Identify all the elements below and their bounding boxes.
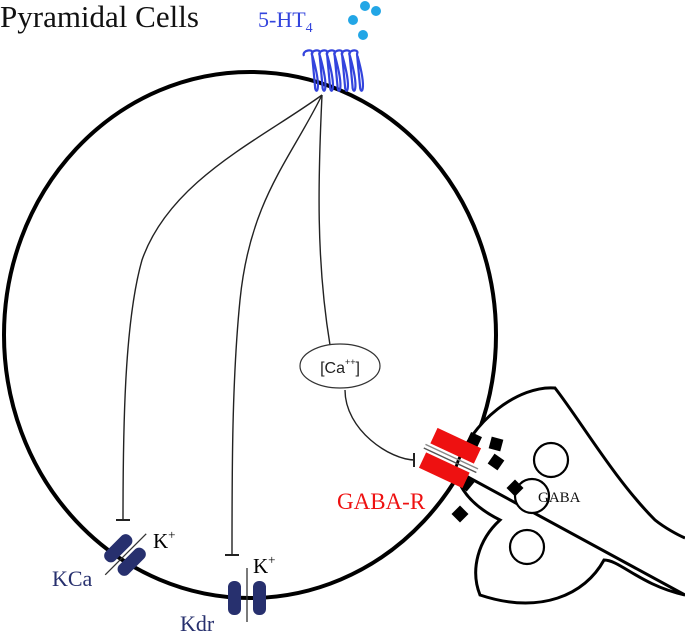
kca-label: KCa <box>52 566 93 591</box>
kca-ion-label: K+ <box>153 527 176 553</box>
serotonin-dot <box>371 6 381 16</box>
serotonin-dot <box>360 1 370 11</box>
diagram-title: Pyramidal Cells <box>0 0 199 34</box>
pathway-to-calcium <box>318 94 331 346</box>
gaba-r-label: GABA-R <box>337 489 426 514</box>
kdr-subunit-left <box>228 581 241 615</box>
kca-channel <box>104 533 147 576</box>
gaba-molecule <box>488 436 504 452</box>
pathway-to-kca <box>122 94 323 521</box>
kca-subunit-left <box>104 534 133 563</box>
gaba-r-subunit-top <box>430 427 482 464</box>
kca-subunit-right <box>117 547 146 576</box>
5ht4-receptor <box>302 49 365 92</box>
gaba-terminal-label: GABA <box>538 490 581 506</box>
gaba-r-receptor <box>418 427 482 489</box>
gaba-r-subunit-bottom <box>418 452 470 489</box>
serotonin-dot <box>358 30 368 40</box>
signaling-pathways <box>116 94 416 556</box>
serotonin-molecules <box>348 1 381 40</box>
gaba-molecule <box>451 505 469 523</box>
pathway-to-kdr <box>231 94 323 556</box>
gaba-r-flux-line <box>425 443 479 470</box>
gaba-molecule <box>487 453 505 471</box>
kca-flux-arrow <box>104 533 147 576</box>
kdr-ion-label: K+ <box>253 552 276 578</box>
gaba-r-flux-line <box>423 447 477 474</box>
5ht4-label: 5-HT4 <box>258 7 313 36</box>
calcium-node: [Ca++] <box>299 343 381 389</box>
kdr-subunit-right <box>253 581 266 615</box>
receptor-coil <box>302 49 365 92</box>
vesicle-bottom <box>508 528 546 566</box>
kdr-channel <box>228 568 266 622</box>
kdr-label: Kdr <box>180 611 215 636</box>
gabaergic-terminal <box>452 386 685 605</box>
cell-membrane <box>2 70 498 600</box>
calcium-label: [Ca++] <box>320 357 360 377</box>
serotonin-dot <box>348 15 358 25</box>
pathway-calcium-to-gaba-r <box>344 389 416 461</box>
calcium-bubble <box>299 343 381 389</box>
vesicle-top <box>532 441 570 479</box>
